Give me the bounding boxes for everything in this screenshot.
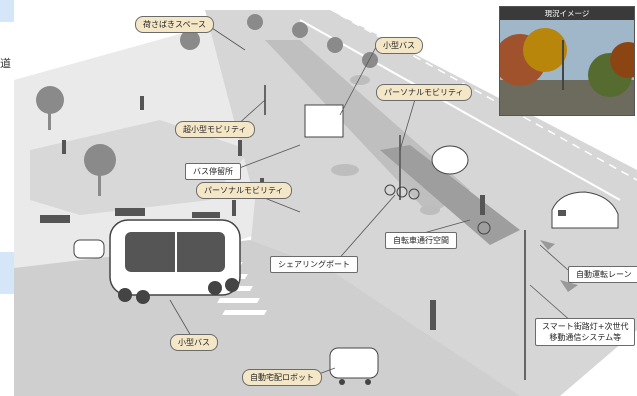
label-sharing-port: シェアリングポート bbox=[270, 256, 358, 273]
label-smart-streetlight-line2: 移動通信システム等 bbox=[549, 333, 622, 342]
label-small-bus-top: 小型バス bbox=[375, 37, 423, 54]
label-smart-streetlight-line1: スマート街路灯+次世代 bbox=[542, 322, 629, 331]
label-auto-lane: 自動運転レーン bbox=[568, 266, 637, 283]
cars bbox=[73, 145, 619, 259]
lane-arrows bbox=[540, 240, 578, 292]
bushes bbox=[331, 75, 440, 215]
sharing-port-bikes bbox=[384, 184, 491, 235]
era-watermark: 2040s bbox=[38, 346, 192, 396]
leader-lines bbox=[169, 27, 573, 376]
trees bbox=[36, 14, 378, 196]
label-small-bus-bottom: 小型バス bbox=[170, 334, 218, 351]
benches bbox=[40, 208, 220, 223]
label-ultra-small-mobility: 超小型モビリティ bbox=[175, 121, 255, 138]
label-bus-stop: バス停留所 bbox=[185, 163, 241, 180]
lane-line bbox=[299, 19, 621, 201]
label-delivery-robot: 自動宅配ロボット bbox=[242, 369, 322, 386]
small-bus-top-vehicle bbox=[304, 104, 344, 138]
label-personal-mobility-top: パーソナルモビリティ bbox=[376, 84, 472, 101]
edge-tab-top bbox=[0, 0, 14, 22]
photo-image bbox=[500, 20, 634, 115]
current-photo-inset: 現況イメージ bbox=[499, 6, 635, 116]
edge-tab-bottom bbox=[0, 252, 14, 294]
label-cargo-space: 荷さばきスペース bbox=[135, 16, 215, 33]
label-bicycle-lane: 自転車通行空間 bbox=[385, 232, 457, 249]
label-smart-streetlight: スマート街路灯+次世代 移動通信システム等 bbox=[535, 318, 636, 346]
grass-patch bbox=[30, 120, 250, 215]
small-bus-vehicle bbox=[109, 219, 241, 304]
label-personal-mobility-mid: パーソナルモビリティ bbox=[196, 182, 292, 199]
bicycle-lane-strip bbox=[380, 145, 520, 245]
side-text: 道 bbox=[0, 57, 11, 70]
delivery-robot-vehicle bbox=[329, 347, 379, 385]
photo-title: 現況イメージ bbox=[500, 7, 634, 20]
